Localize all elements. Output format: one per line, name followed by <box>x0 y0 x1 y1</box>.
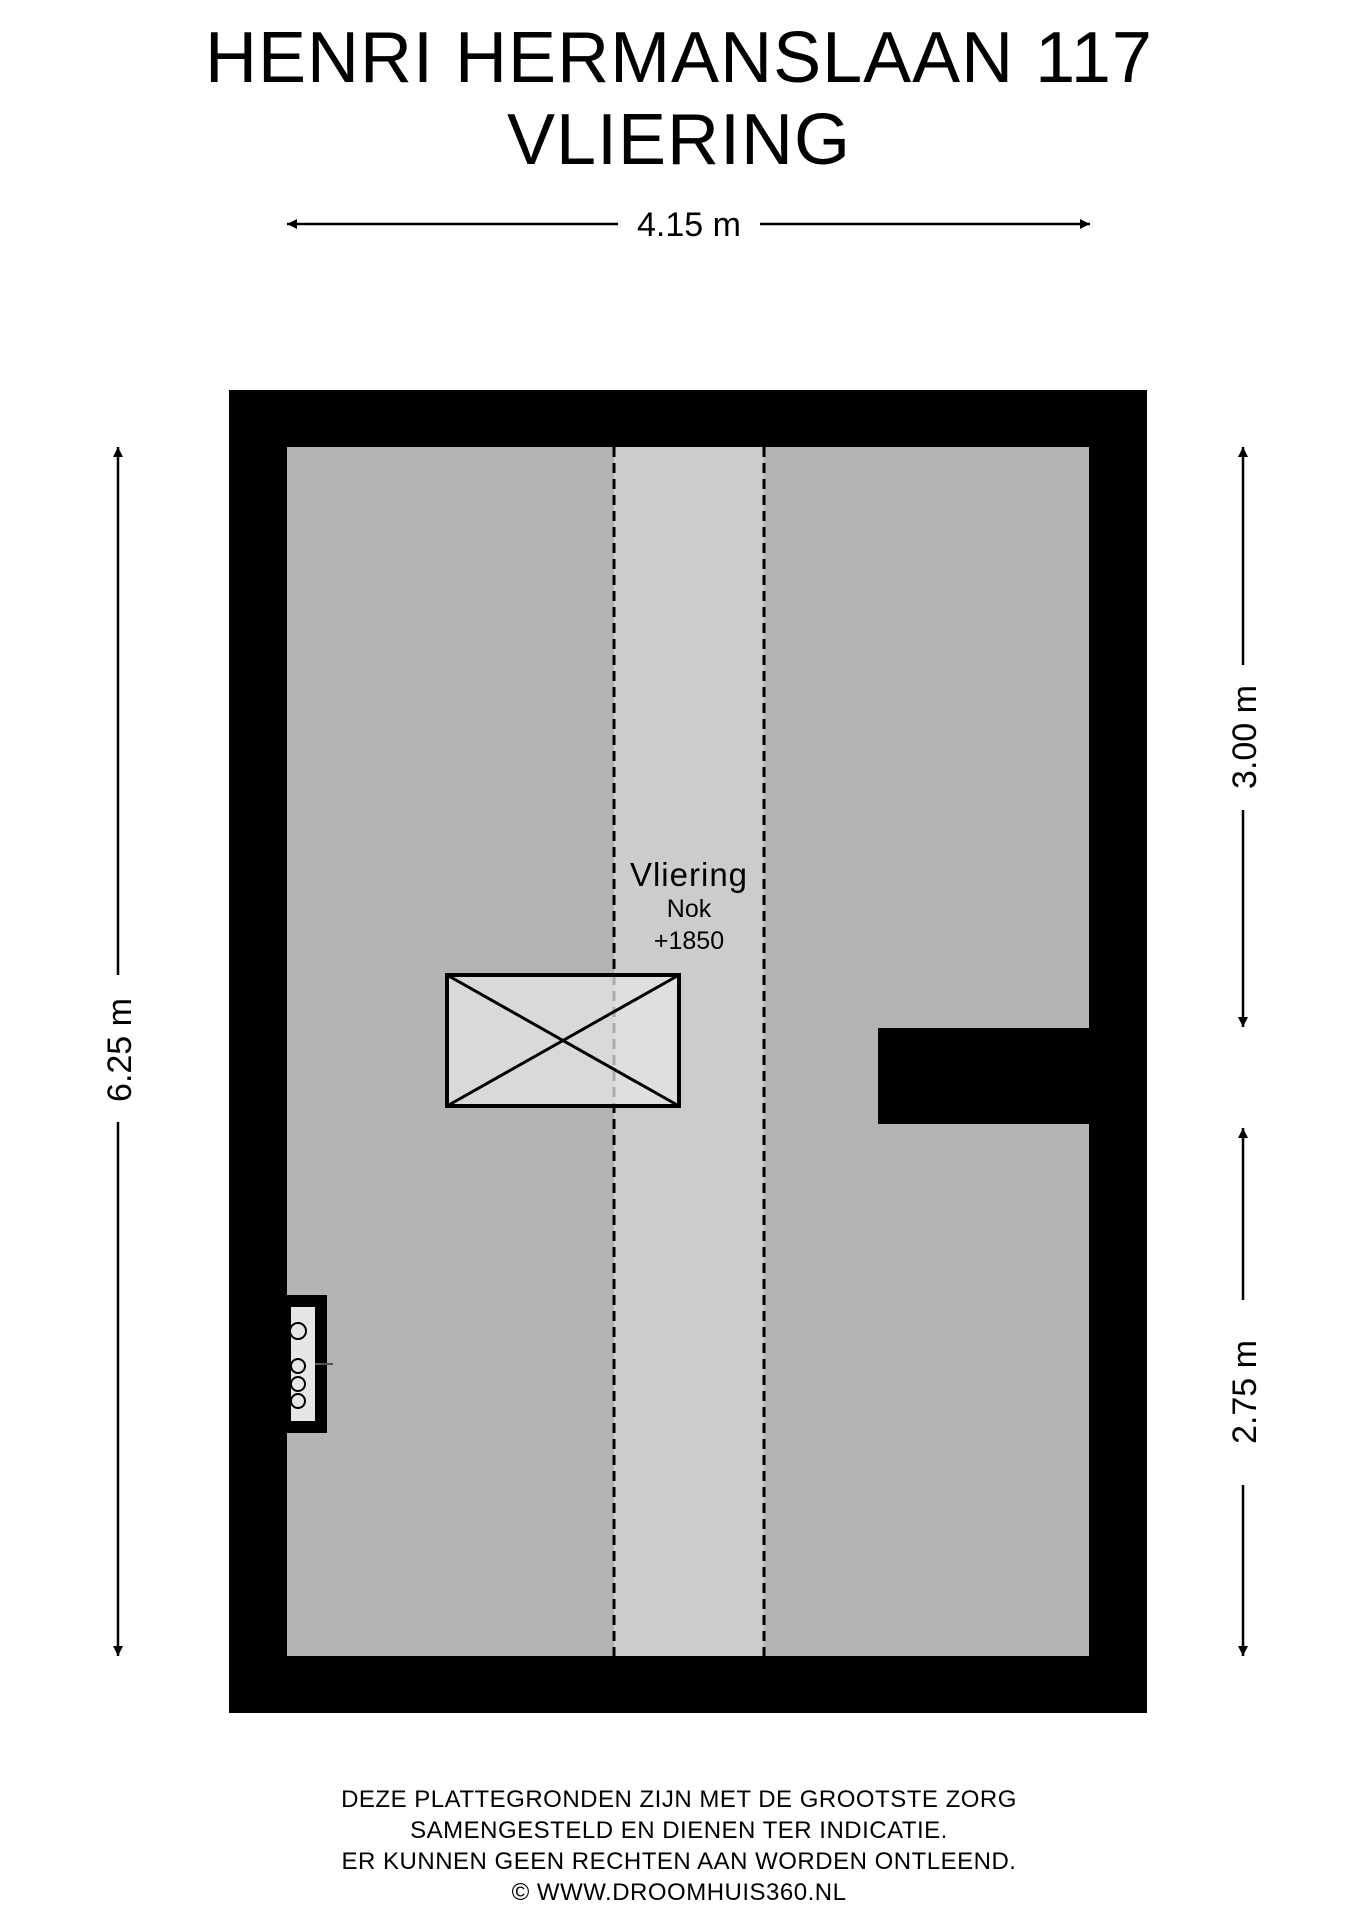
height-right-top-label: 3.00 m <box>1226 685 1264 789</box>
hatch-cross <box>446 973 680 1108</box>
floor-title: VLIERING <box>506 100 852 180</box>
left-height-dimension: 6.25 m <box>101 447 139 1656</box>
right-lower-dimension: 2.75 m <box>1226 1128 1264 1656</box>
copyright-link[interactable]: © WWW.DROOMHUIS360.NL <box>511 1879 847 1906</box>
meter-icon <box>290 1393 306 1409</box>
disclaimer-line: DEZE PLATTEGRONDEN ZIJN MET DE GROOTSTE … <box>341 1786 1017 1813</box>
address-title: HENRI HERMANSLAAN 117 <box>205 18 1153 98</box>
utility-panel <box>287 1295 333 1433</box>
width-dimension: 4.15 m <box>287 206 1090 244</box>
attic-hatch <box>445 973 681 1108</box>
disclaimer-line: ER KUNNEN GEEN RECHTEN AAN WORDEN ONTLEE… <box>341 1848 1017 1875</box>
meter-icon <box>290 1358 306 1374</box>
room-name: Vliering <box>630 856 748 893</box>
height-right-bottom-label: 2.75 m <box>1226 1340 1264 1444</box>
meter-icon <box>290 1376 306 1392</box>
ridge-height: +1850 <box>654 927 724 955</box>
right-upper-dimension: 3.00 m <box>1226 447 1264 1027</box>
chimney-block <box>878 1028 1089 1124</box>
width-label: 4.15 m <box>637 206 741 244</box>
meter-icon <box>289 1322 307 1340</box>
height-left-label: 6.25 m <box>101 998 139 1102</box>
disclaimer: DEZE PLATTEGRONDEN ZIJN MET DE GROOTSTE … <box>0 1784 1358 1908</box>
disclaimer-line: SAMENGESTELD EN DIENEN TER INDICATIE. <box>410 1817 948 1844</box>
ridge-label: Nok <box>667 895 712 923</box>
